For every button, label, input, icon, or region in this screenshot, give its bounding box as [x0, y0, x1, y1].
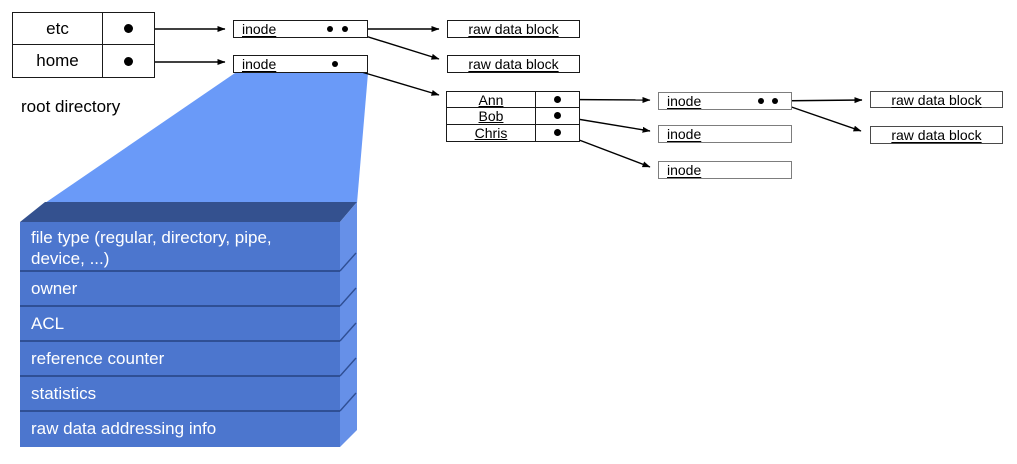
pointer-bullet	[554, 112, 561, 120]
raw-data-block-3-label: raw data block	[891, 91, 982, 108]
dir-entry-chris-pointer-cell	[536, 125, 579, 141]
root-entry-etc: etc	[13, 13, 103, 45]
inode-box-bob-label: inode	[667, 126, 702, 142]
pointer-bullet	[124, 24, 133, 33]
slab-top-bevel	[20, 202, 357, 222]
home-directory-table: Ann Bob Chris	[446, 91, 580, 142]
inode-field-raw-data-addressing: raw data addressing info	[31, 419, 217, 438]
inode-box-home: inode	[233, 55, 368, 73]
dir-entry-bob-label: Bob	[478, 108, 504, 124]
zoom-funnel-shape	[45, 73, 368, 203]
dir-entry-ann: Ann	[447, 92, 536, 109]
root-directory-table: etc home	[12, 12, 155, 78]
dir-entry-ann-label: Ann	[478, 92, 504, 108]
pointer-bullet	[124, 56, 133, 66]
raw-data-block-1-label: raw data block	[468, 21, 559, 37]
inode-field-owner: owner	[31, 278, 78, 298]
root-entry-etc-label: etc	[46, 18, 69, 38]
root-entry-home-pointer-cell	[103, 45, 154, 77]
slab-right-bevel	[340, 202, 357, 447]
raw-data-block-4-label: raw data block	[891, 127, 982, 143]
raw-data-block-2: raw data block	[447, 55, 580, 73]
pointer-bullet	[327, 26, 333, 32]
inode-box-chris-label: inode	[667, 162, 702, 178]
pointer-bullet	[758, 98, 764, 104]
dir-entry-bob: Bob	[447, 108, 536, 125]
root-entry-home: home	[13, 45, 103, 77]
root-entry-home-label: home	[36, 51, 79, 70]
pointer-bullet	[332, 61, 338, 67]
inode-box-bob: inode	[658, 125, 792, 143]
inode-box-etc-label: inode	[242, 21, 277, 37]
inode-field-reference-counter: reference counter	[31, 348, 165, 368]
inode-field-statistics: statistics	[31, 383, 97, 403]
pointer-bullet	[772, 98, 778, 104]
raw-data-block-2-label: raw data block	[468, 56, 559, 72]
pointer-bullet	[554, 129, 561, 137]
inode-box-home-label: inode	[242, 56, 277, 72]
slab-row-dividers	[20, 270, 340, 412]
slab-bevel-dividers	[339, 252, 357, 412]
dir-entry-ann-pointer-cell	[536, 92, 579, 109]
pointer-bullet	[342, 26, 348, 32]
pointer-bullet	[554, 96, 561, 104]
raw-data-block-4: raw data block	[870, 126, 1003, 144]
dir-entry-chris-label: Chris	[474, 124, 508, 141]
root-entry-etc-pointer-cell	[103, 13, 154, 45]
dir-entry-bob-pointer-cell	[536, 108, 579, 125]
inode-box-ann-label: inode	[667, 93, 702, 109]
inode-field-file-type: file type (regular, directory, pipe, dev…	[31, 228, 272, 268]
inode-box-ann: inode	[658, 92, 792, 110]
dir-entry-chris: Chris	[447, 124, 536, 141]
slab-face	[20, 222, 340, 447]
raw-data-block-1: raw data block	[447, 20, 580, 38]
inode-field-acl: ACL	[31, 313, 65, 333]
raw-data-block-3: raw data block	[870, 91, 1003, 108]
inode-box-chris: inode	[658, 161, 792, 179]
inode-box-etc: inode	[233, 20, 368, 38]
root-directory-caption: root directory	[21, 97, 121, 116]
